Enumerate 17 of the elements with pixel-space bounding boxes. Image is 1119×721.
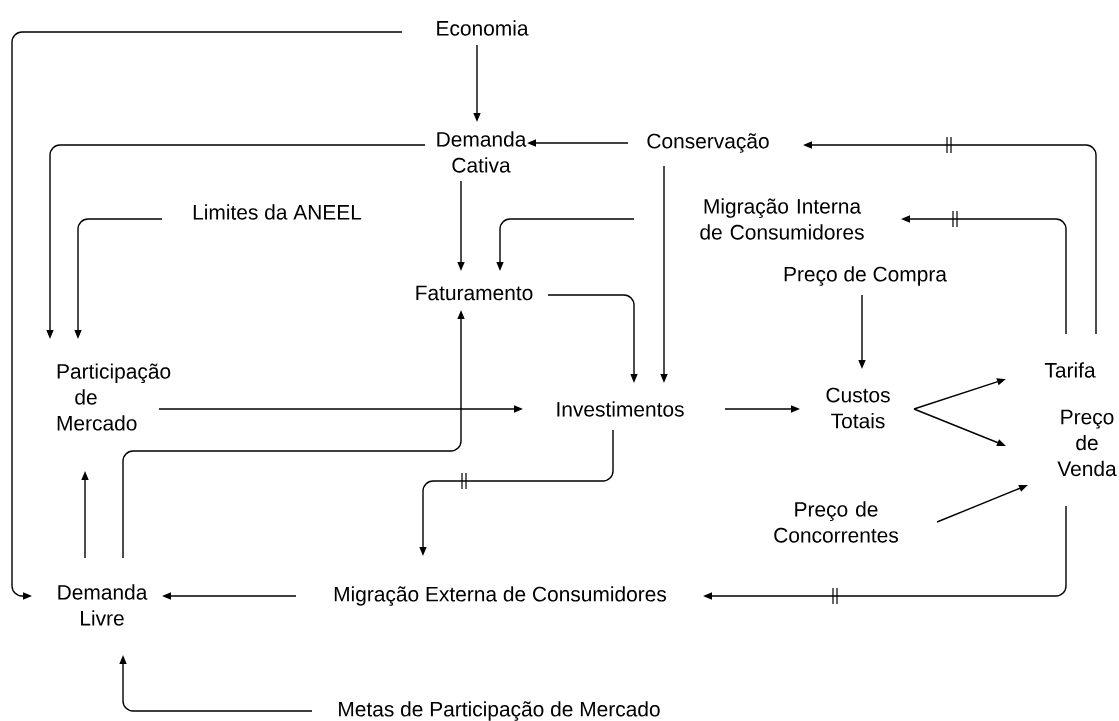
variable-label: Economia <box>437 20 529 36</box>
variable-label: Demanda Cativa <box>437 131 527 173</box>
variable-label: Preço de Concorrentes <box>774 501 898 543</box>
variable-label: Limites da ANEEL <box>193 204 362 220</box>
variable-label: Faturamento <box>416 285 533 301</box>
variable-label: Investimentos <box>557 401 684 417</box>
variable-label: Preço de Compra <box>784 266 947 286</box>
variable-label: Migração Externa de Consumidores <box>334 586 667 606</box>
variable-label: Participação de Mercado <box>57 363 171 431</box>
variable-label: Metas de Participação de Mercado <box>339 701 660 721</box>
variable-label: Migração Interna de Consumidores <box>700 198 864 240</box>
variable-label: Demanda Livre <box>58 584 148 626</box>
variable-label: Conservação <box>647 133 769 153</box>
arrow <box>11 31 403 600</box>
variable-label: Custos Totais <box>826 387 890 429</box>
variable-label: Preço de Venda <box>1057 409 1117 477</box>
variable-label: Tarifa <box>1044 362 1096 378</box>
